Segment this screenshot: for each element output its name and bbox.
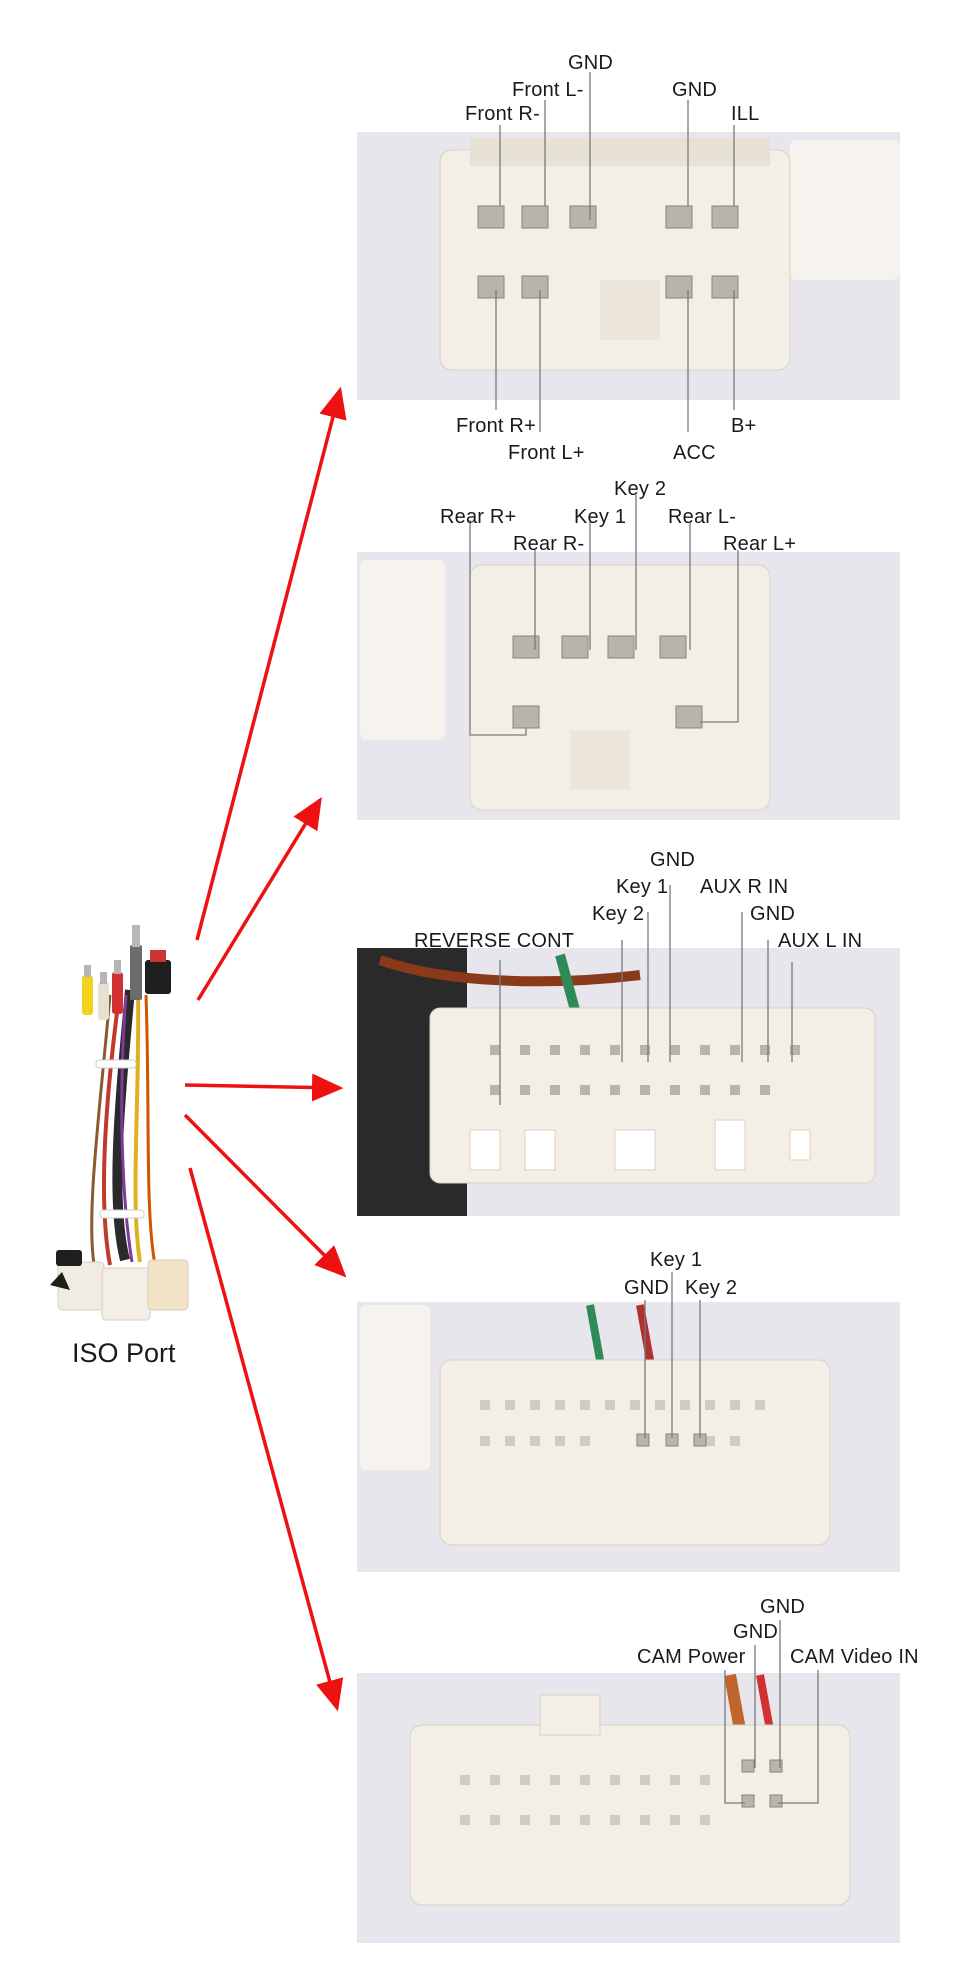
- iso-port-harness-image: [50, 925, 189, 1321]
- label-rear-l-minus: Rear L-: [668, 506, 737, 528]
- iso-port-label: ISO Port: [72, 1338, 176, 1368]
- label-gnd-p3-top: GND: [650, 849, 696, 871]
- arrow-5: [188, 1167, 344, 1712]
- label-aux-l-in: AUX L IN: [778, 930, 863, 952]
- leader-lines-5: [724, 1620, 819, 1804]
- label-ill: ILL: [731, 103, 760, 125]
- label-rear-l-plus: Rear L+: [723, 533, 797, 555]
- arrow-4: [183, 1113, 347, 1278]
- label-cam-power: CAM Power: [637, 1646, 746, 1668]
- connector-photo-2: [357, 552, 900, 820]
- label-key-2-p2: Key 2: [614, 478, 667, 500]
- label-gnd-p5-top: GND: [760, 1596, 806, 1618]
- label-rear-r-plus: Rear R+: [440, 506, 517, 528]
- leader-lines-3: [499, 885, 793, 1105]
- label-front-r-minus: Front R-: [465, 103, 540, 125]
- label-rear-r-minus: Rear R-: [513, 533, 585, 555]
- connector-photo-1: [357, 132, 900, 400]
- label-key-1-p4: Key 1: [650, 1249, 703, 1271]
- label-aux-r-in: AUX R IN: [700, 876, 789, 898]
- connector-photo-5: [357, 1673, 900, 1943]
- label-key-1-p3: Key 1: [616, 876, 669, 898]
- label-acc: ACC: [673, 442, 716, 464]
- arrow-1: [195, 386, 347, 941]
- label-front-l-minus: Front L-: [512, 79, 584, 101]
- label-key-2-p3: Key 2: [592, 903, 645, 925]
- connector-photo-3: [357, 948, 900, 1216]
- label-front-l-plus: Front L+: [508, 442, 585, 464]
- label-cam-video-in: CAM Video IN: [790, 1646, 919, 1668]
- arrows: [183, 386, 347, 1712]
- leader-lines-2: [469, 495, 739, 736]
- label-gnd-p1-right: GND: [672, 79, 718, 101]
- connector-photo-4: [357, 1302, 900, 1572]
- label-key-1-p2: Key 1: [574, 506, 627, 528]
- label-gnd-p5-mid: GND: [733, 1621, 779, 1643]
- label-key-2-p4: Key 2: [685, 1277, 738, 1299]
- leader-lines-1: [495, 72, 735, 432]
- label-gnd-p3-right: GND: [750, 903, 796, 925]
- label-front-r-plus: Front R+: [456, 415, 536, 437]
- leader-lines-4: [644, 1272, 701, 1438]
- label-gnd-p4: GND: [624, 1277, 670, 1299]
- arrow-3: [184, 1073, 344, 1102]
- label-b-plus: B+: [731, 415, 757, 437]
- label-gnd-p1-top: GND: [568, 52, 614, 74]
- arrow-2: [196, 797, 322, 1001]
- label-reverse-cont: REVERSE CONT: [414, 930, 575, 952]
